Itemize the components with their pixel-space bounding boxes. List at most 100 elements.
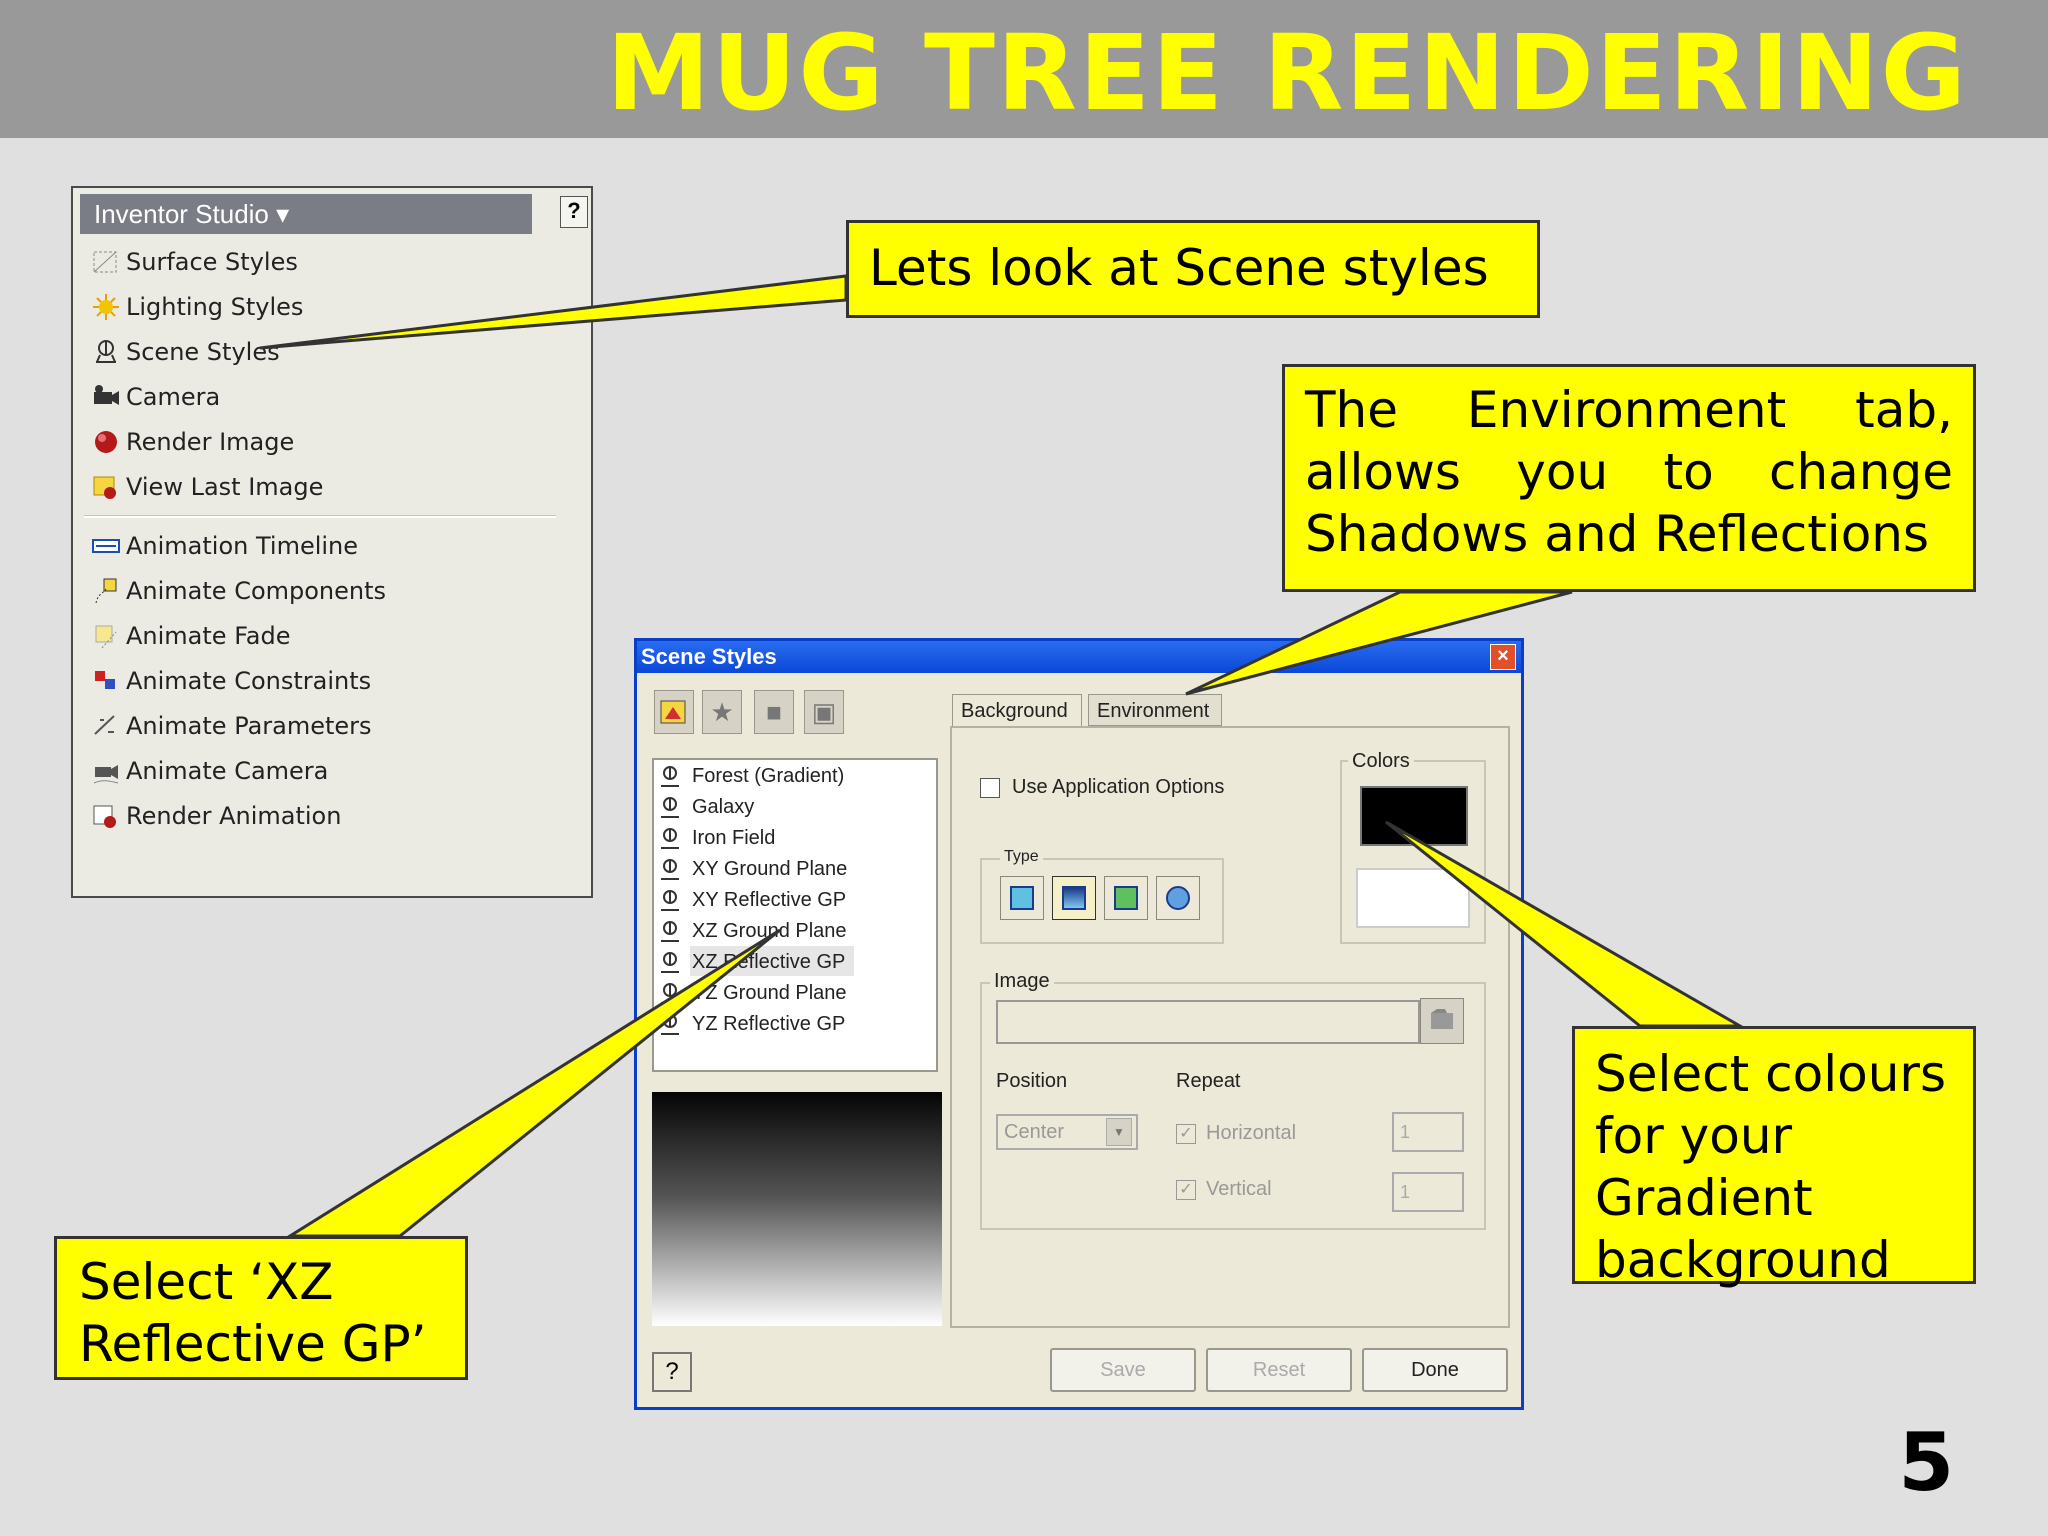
- tab-background[interactable]: Background: [952, 694, 1082, 726]
- folder-icon: [1431, 1009, 1453, 1029]
- slide-header: [0, 0, 2048, 138]
- menu-item-surface-styles[interactable]: Surface Styles: [92, 244, 298, 280]
- type-group-label: Type: [1000, 848, 1043, 866]
- scene-style-icon: [658, 764, 684, 788]
- reset-button[interactable]: Reset: [1206, 1348, 1352, 1392]
- star-icon: ★: [710, 697, 734, 727]
- list-item[interactable]: Iron Field: [658, 824, 775, 852]
- type-solid-button[interactable]: [1000, 876, 1044, 920]
- chevron-down-icon[interactable]: ▼: [1106, 1118, 1132, 1146]
- list-item[interactable]: XY Ground Plane: [658, 855, 847, 883]
- list-item[interactable]: Forest (Gradient): [658, 762, 844, 790]
- inventor-studio-title: Inventor Studio: [94, 199, 269, 229]
- lighting-styles-icon: [92, 293, 120, 321]
- animate-constraints-icon: [92, 667, 120, 695]
- render-image-icon: [92, 428, 120, 456]
- style-preview: [652, 1092, 942, 1326]
- horizontal-checkbox[interactable]: ✓: [1176, 1124, 1196, 1144]
- menu-item-scene-styles[interactable]: Scene Styles: [92, 334, 280, 370]
- surface-styles-icon: [92, 248, 120, 276]
- inventor-studio-header[interactable]: Inventor Studio ▾: [80, 194, 532, 234]
- horizontal-label: Horizontal: [1206, 1122, 1297, 1144]
- callout-select-colours: Select colours for your Gradient backgro…: [1572, 1026, 1976, 1289]
- image-browse-button[interactable]: [1420, 998, 1464, 1044]
- use-app-options-checkbox[interactable]: [980, 778, 1000, 798]
- new-style-icon: [660, 700, 686, 724]
- animate-parameters-icon: [92, 712, 120, 740]
- scene-style-icon: [658, 981, 684, 1005]
- image-path-input[interactable]: [996, 1000, 1420, 1044]
- type-image-button[interactable]: [1104, 876, 1148, 920]
- repeat-label: Repeat: [1176, 1070, 1241, 1092]
- callout-select-xz-reflective: Select ‘XZ Reflective GP’: [54, 1236, 468, 1380]
- animate-fade-icon: [92, 622, 120, 650]
- help-icon: ?: [665, 1358, 679, 1385]
- purge-style-button[interactable]: ★: [702, 690, 742, 734]
- animate-components-icon: [92, 577, 120, 605]
- gradient-top-color-swatch[interactable]: [1360, 786, 1468, 846]
- scene-style-icon: [658, 857, 684, 881]
- list-item-selected[interactable]: XZ Reflective GP: [658, 948, 845, 976]
- callout-scene-styles: Lets look at Scene styles: [846, 220, 1540, 318]
- page-number: 5: [1898, 1416, 1954, 1509]
- callout-environment-tab: The Environment tab, allows you to chang…: [1282, 364, 1976, 592]
- position-label: Position: [996, 1070, 1068, 1092]
- menu-item-animation-timeline[interactable]: Animation Timeline: [92, 528, 358, 564]
- scene-style-icon: [658, 1012, 684, 1036]
- sphere-icon: [1166, 886, 1190, 910]
- menu-item-view-last-image[interactable]: View Last Image: [92, 469, 323, 505]
- solid-color-icon: [1010, 886, 1034, 910]
- type-sphere-button[interactable]: [1156, 876, 1200, 920]
- menu-item-render-animation[interactable]: Render Animation: [92, 798, 341, 834]
- close-icon[interactable]: ×: [1490, 644, 1516, 670]
- list-item[interactable]: XY Reflective GP: [658, 886, 846, 914]
- animation-timeline-icon: [92, 532, 120, 560]
- done-button[interactable]: Done: [1362, 1348, 1508, 1392]
- menu-item-animate-constraints[interactable]: Animate Constraints: [92, 663, 371, 699]
- new-style-button[interactable]: [654, 690, 694, 734]
- menu-item-animate-parameters[interactable]: Animate Parameters: [92, 708, 372, 744]
- vertical-checkbox[interactable]: ✓: [1176, 1180, 1196, 1200]
- scene-style-icon: [658, 795, 684, 819]
- scene-styles-icon: [92, 338, 120, 366]
- menu-item-animate-camera[interactable]: Animate Camera: [92, 753, 328, 789]
- colors-group-label: Colors: [1348, 750, 1414, 773]
- image-group: [980, 982, 1486, 1230]
- export-style-button[interactable]: ▣: [804, 690, 844, 734]
- vertical-label: Vertical: [1206, 1178, 1272, 1200]
- render-animation-icon: [92, 802, 120, 830]
- gradient-bottom-color-swatch[interactable]: [1356, 868, 1470, 928]
- menu-item-lighting-styles[interactable]: Lighting Styles: [92, 289, 303, 325]
- import-style-button[interactable]: ■: [754, 690, 794, 734]
- image-icon: [1114, 886, 1138, 910]
- save-button[interactable]: Save: [1050, 1348, 1196, 1392]
- menu-item-render-image[interactable]: Render Image: [92, 424, 294, 460]
- scene-style-icon: [658, 950, 684, 974]
- menu-item-animate-components[interactable]: Animate Components: [92, 573, 386, 609]
- type-gradient-button[interactable]: [1052, 876, 1096, 920]
- help-icon[interactable]: ?: [560, 196, 588, 228]
- list-item[interactable]: XZ Ground Plane: [658, 917, 847, 945]
- list-item[interactable]: YZ Reflective GP: [658, 1010, 845, 1038]
- horizontal-count-input[interactable]: 1: [1392, 1112, 1464, 1152]
- camera-icon: [92, 383, 120, 411]
- menu-item-camera[interactable]: Camera: [92, 379, 220, 415]
- import-icon: ■: [766, 697, 782, 727]
- scene-style-icon: [658, 919, 684, 943]
- list-item[interactable]: Galaxy: [658, 793, 754, 821]
- vertical-count-input[interactable]: 1: [1392, 1172, 1464, 1212]
- view-last-image-icon: [92, 473, 120, 501]
- animate-camera-icon: [92, 757, 120, 785]
- export-icon: ▣: [811, 697, 837, 727]
- slide-title: MUG TREE RENDERING: [606, 12, 1968, 134]
- use-app-options-label: Use Application Options: [1012, 776, 1225, 798]
- scene-style-icon: [658, 826, 684, 850]
- type-group: [980, 858, 1224, 944]
- list-item[interactable]: YZ Ground Plane: [658, 979, 847, 1007]
- dialog-title: Scene Styles: [637, 641, 1521, 673]
- menu-separator: [84, 515, 556, 518]
- tab-environment[interactable]: Environment: [1088, 694, 1222, 726]
- dialog-help-button[interactable]: ?: [652, 1352, 692, 1392]
- image-group-label: Image: [990, 970, 1054, 993]
- menu-item-animate-fade[interactable]: Animate Fade: [92, 618, 291, 654]
